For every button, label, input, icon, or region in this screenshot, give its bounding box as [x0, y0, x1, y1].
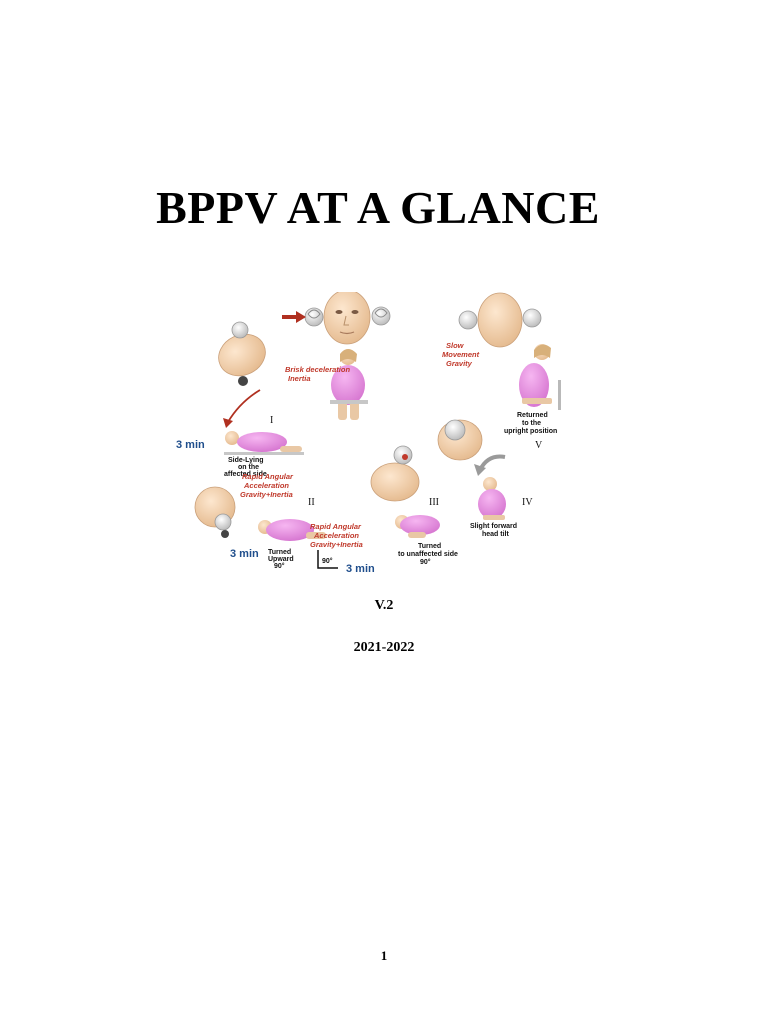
- label-to-the: to the: [522, 420, 541, 427]
- upright-patient-icon: [519, 344, 561, 410]
- label-rapid-angular-1: Rapid Angular: [242, 472, 294, 481]
- label-angle: 90°: [322, 557, 333, 565]
- page-number: 1: [380, 948, 388, 963]
- year-range: 2021-2022: [353, 640, 415, 655]
- label-acceleration-2: Acceleration: [313, 531, 359, 540]
- label-on-the: on the: [238, 464, 259, 471]
- label-gravity-inertia-1: Gravity+Inertia: [240, 490, 293, 499]
- step-label-3: III: [429, 497, 439, 508]
- label-3-min-3: 3 min: [346, 563, 375, 575]
- rotate-arrow-icon: [474, 454, 506, 476]
- head-tilted-icon: [218, 321, 266, 386]
- side-lying-patient-icon: [224, 431, 304, 455]
- label-gravity-inertia-2: Gravity+Inertia: [310, 540, 363, 549]
- step-label-5: V: [535, 440, 543, 451]
- step-label-4: IV: [522, 497, 533, 508]
- head-profile-icon: [194, 486, 236, 538]
- label-3-min-2: 3 min: [230, 548, 259, 560]
- head-back-icon: [458, 292, 542, 348]
- label-movement: Movement: [442, 350, 480, 359]
- head-turned-icon: [370, 445, 420, 502]
- label-side-lying: Side-Lying: [228, 457, 264, 464]
- forward-tilt-patient-icon: [478, 477, 506, 520]
- step-label-1: I: [270, 415, 273, 426]
- label-gravity: Gravity: [446, 359, 473, 368]
- label-slow: Slow: [446, 341, 465, 350]
- label-rapid-angular-2: Rapid Angular: [310, 522, 362, 531]
- page-title: BPPV AT A GLANCE: [156, 182, 600, 233]
- arrow-icon: [282, 311, 306, 323]
- label-turned-unaffected-2: to unaffected side: [398, 551, 458, 558]
- label-turned-upward-angle: 90°: [274, 562, 285, 570]
- angle-icon: [317, 550, 338, 569]
- label-head-tilt: head tilt: [482, 531, 510, 538]
- maneuver-diagram: Brisk deceleration Inertia Slow Movement…: [176, 292, 561, 575]
- head-front-icon: [323, 292, 371, 345]
- label-brisk-deceleration: Brisk deceleration: [285, 365, 350, 374]
- version-label: V.2: [374, 598, 394, 613]
- label-returned: Returned: [517, 412, 548, 419]
- ear-canal-icon: [304, 306, 391, 327]
- label-3-min-1: 3 min: [176, 439, 205, 451]
- label-turned-unaffected-1: Turned: [418, 543, 441, 550]
- seated-patient-icon: [330, 349, 368, 420]
- head-forward-icon: [437, 419, 483, 461]
- label-slight-forward: Slight forward: [470, 523, 517, 530]
- bppv-maneuver-illustration: Brisk deceleration Inertia Slow Movement…: [170, 292, 580, 582]
- label-turned-upward-2: Upward: [268, 556, 294, 563]
- step-label-2: II: [308, 497, 315, 508]
- curved-arrow-icon: [223, 389, 261, 428]
- label-turned-upward-1: Turned: [268, 549, 291, 556]
- turned-patient-icon: [395, 515, 440, 538]
- label-inertia: Inertia: [288, 374, 311, 383]
- label-affected-side: affected side: [224, 471, 267, 478]
- label-upright-position: upright position: [504, 428, 557, 435]
- supine-patient-icon: [258, 519, 326, 541]
- label-acceleration-1: Acceleration: [243, 481, 289, 490]
- label-turned-unaffected-angle: 90°: [420, 558, 431, 566]
